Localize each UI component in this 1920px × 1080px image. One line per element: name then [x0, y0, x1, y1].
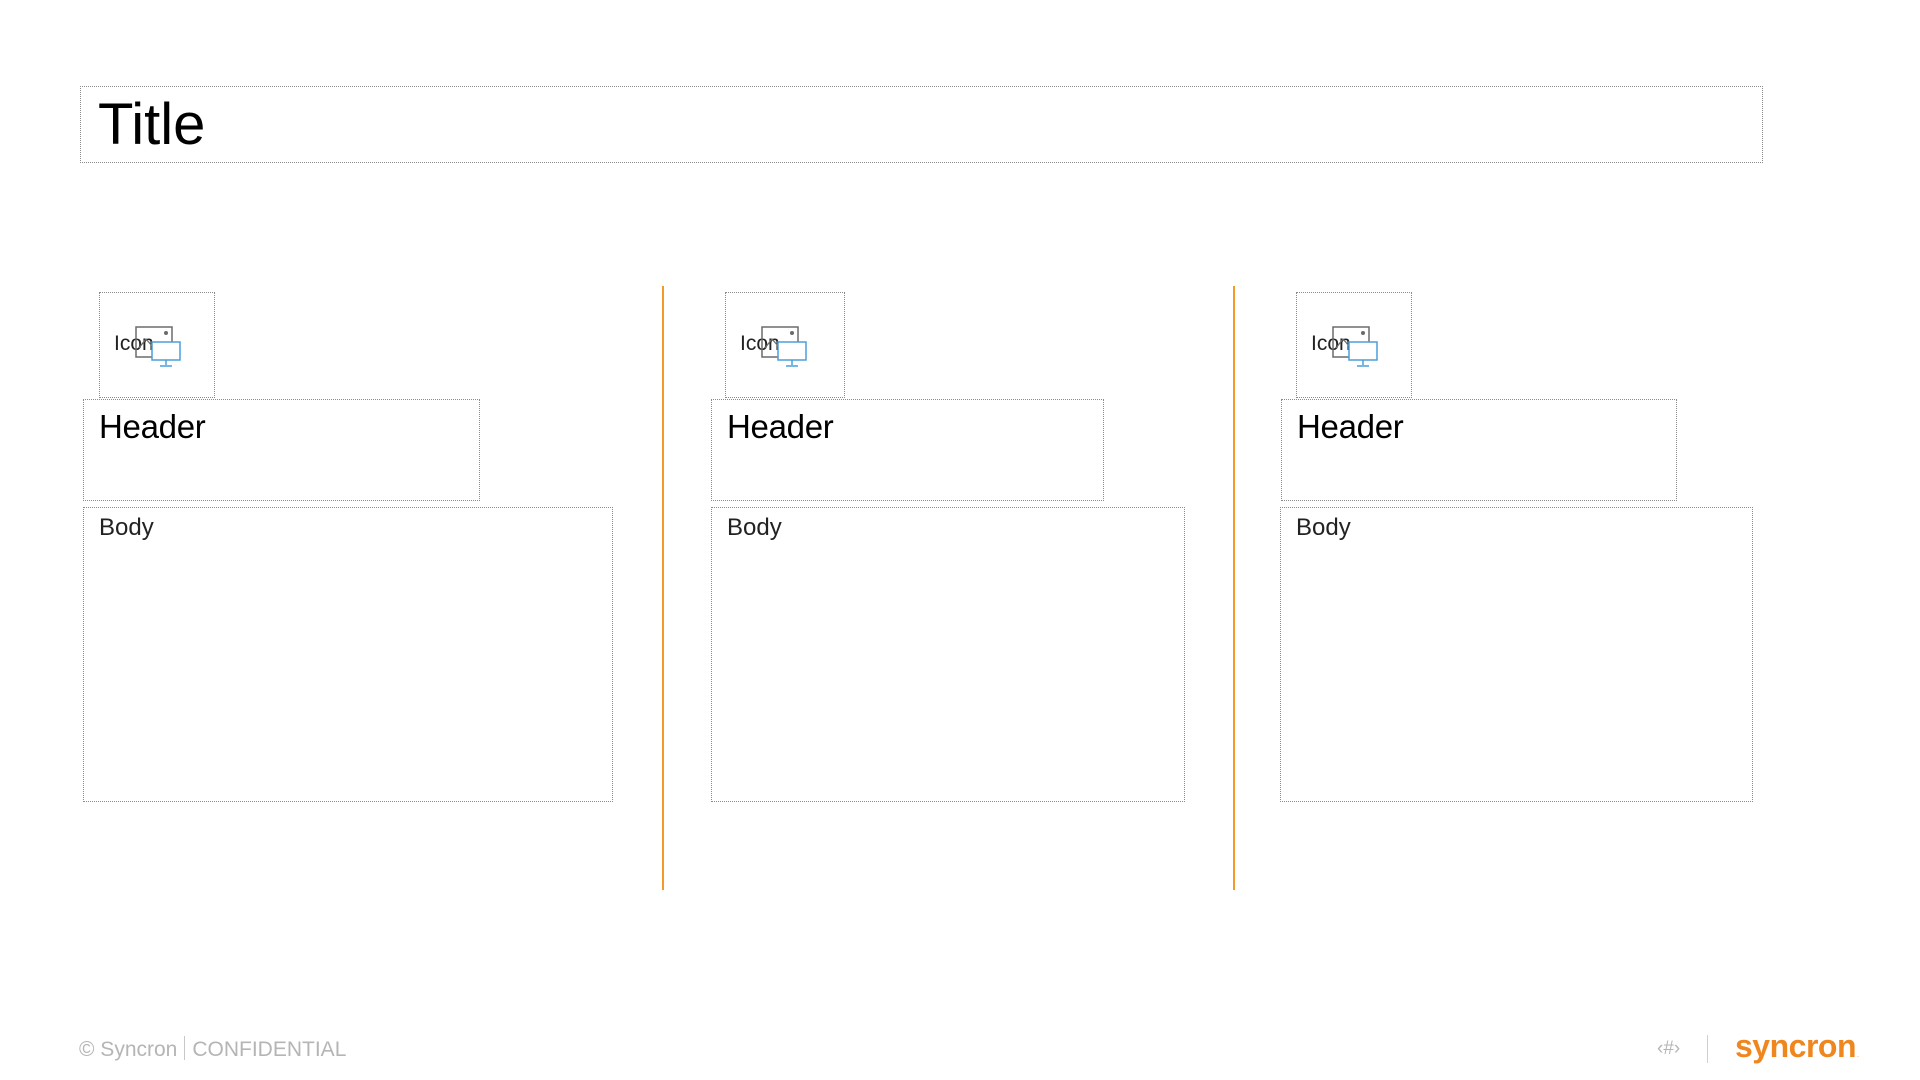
- picture-monitor-icon: [761, 326, 807, 367]
- icon-placeholder-2[interactable]: Icon: [725, 292, 845, 398]
- page-number: ‹#›: [1657, 1038, 1681, 1059]
- copyright-text: © Syncron: [79, 1038, 178, 1061]
- icon-placeholder-label: Icon: [114, 332, 154, 355]
- footer-copyright: © Syncron CONFIDENTIAL: [79, 1036, 346, 1062]
- column-separator-2: [1233, 286, 1235, 890]
- slide-title: Title: [98, 92, 206, 157]
- syncron-logo: syncron.: [1735, 1028, 1859, 1065]
- body-placeholder-2[interactable]: Body: [711, 507, 1185, 802]
- header-placeholder-1[interactable]: Header: [83, 399, 480, 501]
- footer-separator: [1707, 1035, 1708, 1063]
- logo-mark: .: [1856, 1052, 1859, 1059]
- column-body: Body: [727, 514, 782, 541]
- column-header: Header: [1297, 408, 1404, 445]
- picture-monitor-icon: [135, 326, 181, 367]
- footer-divider: [184, 1036, 186, 1060]
- column-body: Body: [1296, 514, 1351, 541]
- title-placeholder[interactable]: Title: [80, 86, 1763, 163]
- icon-placeholder-1[interactable]: Icon: [99, 292, 215, 398]
- header-placeholder-3[interactable]: Header: [1281, 399, 1677, 501]
- icon-placeholder-label: Icon: [740, 332, 780, 355]
- body-placeholder-1[interactable]: Body: [83, 507, 613, 802]
- icon-placeholder-3[interactable]: Icon: [1296, 292, 1412, 398]
- logo-text: syncron: [1735, 1028, 1856, 1064]
- column-header: Header: [727, 408, 834, 445]
- column-header: Header: [99, 408, 206, 445]
- picture-monitor-icon: [1332, 326, 1378, 367]
- confidential-label: CONFIDENTIAL: [192, 1038, 347, 1061]
- column-body: Body: [99, 514, 154, 541]
- column-separator-1: [662, 286, 664, 890]
- icon-placeholder-label: Icon: [1311, 332, 1351, 355]
- header-placeholder-2[interactable]: Header: [711, 399, 1104, 501]
- body-placeholder-3[interactable]: Body: [1280, 507, 1753, 802]
